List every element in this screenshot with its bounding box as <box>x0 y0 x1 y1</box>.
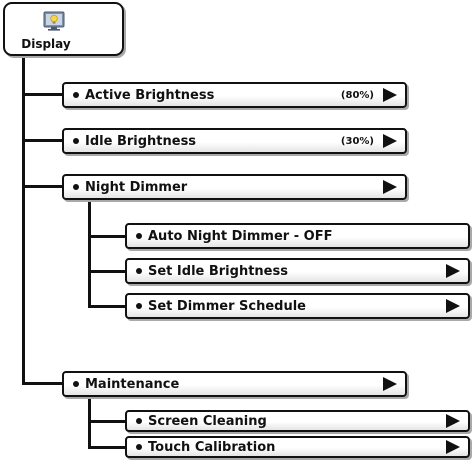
menu-item-maintenance[interactable]: Maintenance <box>62 371 407 397</box>
branch-line-maintenance <box>22 382 62 385</box>
bullet-icon <box>73 184 79 190</box>
arrow-right-icon <box>383 180 397 194</box>
menu-item-touch-calibration[interactable]: Touch Calibration <box>125 436 470 458</box>
menu-item-active-brightness[interactable]: Active Brightness (80%) <box>62 82 407 108</box>
branch-line-auto-night-dimmer <box>88 235 125 238</box>
menu-item-night-dimmer[interactable]: Night Dimmer <box>62 174 407 200</box>
branch-line-night-dimmer <box>22 185 62 188</box>
auto-night-dimmer-label: Auto Night Dimmer - OFF <box>148 228 333 244</box>
menu-item-set-idle-brightness[interactable]: Set Idle Brightness <box>125 258 470 284</box>
branch-line-set-idle-brightness <box>88 270 125 273</box>
arrow-right-icon <box>446 299 460 313</box>
branch-line-idle-brightness <box>22 139 62 142</box>
set-dimmer-schedule-label: Set Dimmer Schedule <box>148 298 306 314</box>
display-label: Display <box>21 37 71 51</box>
set-idle-brightness-label: Set Idle Brightness <box>148 263 288 279</box>
arrow-right-icon <box>383 377 397 391</box>
maintenance-label: Maintenance <box>85 376 180 392</box>
bullet-icon <box>136 444 142 450</box>
bullet-icon <box>136 233 142 239</box>
arrow-right-icon <box>446 414 460 428</box>
bullet-icon <box>73 92 79 98</box>
arrow-right-icon <box>446 440 460 454</box>
bullet-icon <box>73 138 79 144</box>
menu-item-idle-brightness[interactable]: Idle Brightness (30%) <box>62 128 407 154</box>
menu-item-set-dimmer-schedule[interactable]: Set Dimmer Schedule <box>125 293 470 319</box>
display-root-node[interactable]: Display <box>3 2 124 56</box>
root-trunk-line <box>22 56 25 385</box>
active-brightness-label: Active Brightness <box>85 87 215 103</box>
maintenance-trunk-line <box>88 397 91 449</box>
bullet-icon <box>136 303 142 309</box>
bullet-icon <box>136 268 142 274</box>
idle-brightness-label: Idle Brightness <box>85 133 197 149</box>
night-dimmer-trunk-line <box>88 199 91 308</box>
branch-line-touch-calibration <box>88 446 125 449</box>
monitor-lightbulb-icon <box>43 11 65 31</box>
branch-line-active-brightness <box>22 93 62 96</box>
arrow-right-icon <box>446 264 460 278</box>
bullet-icon <box>136 418 142 424</box>
idle-brightness-value: (30%) <box>340 135 374 147</box>
branch-line-screen-cleaning <box>88 420 125 423</box>
branch-line-set-dimmer-schedule <box>88 305 125 308</box>
screen-cleaning-label: Screen Cleaning <box>148 413 267 429</box>
menu-item-auto-night-dimmer[interactable]: Auto Night Dimmer - OFF <box>125 223 470 249</box>
arrow-right-icon <box>383 88 397 102</box>
touch-calibration-label: Touch Calibration <box>148 439 276 455</box>
bullet-icon <box>73 381 79 387</box>
menu-item-screen-cleaning[interactable]: Screen Cleaning <box>125 410 470 432</box>
arrow-right-icon <box>383 134 397 148</box>
active-brightness-value: (80%) <box>340 89 374 101</box>
night-dimmer-label: Night Dimmer <box>85 179 188 195</box>
